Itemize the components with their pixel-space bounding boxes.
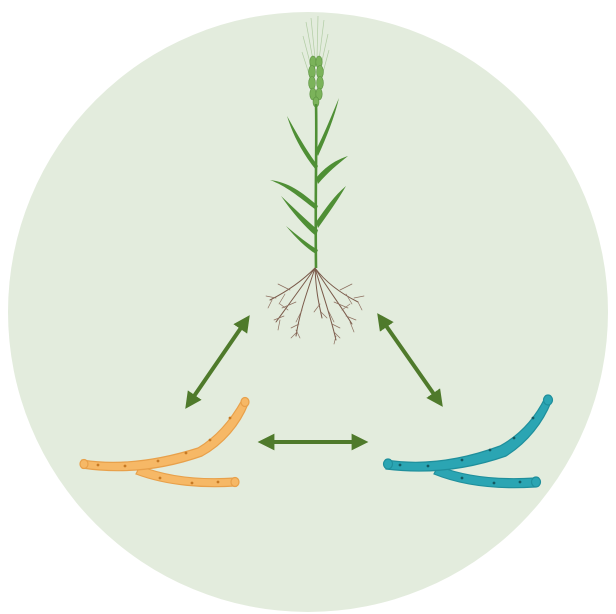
background-circle	[8, 12, 608, 612]
